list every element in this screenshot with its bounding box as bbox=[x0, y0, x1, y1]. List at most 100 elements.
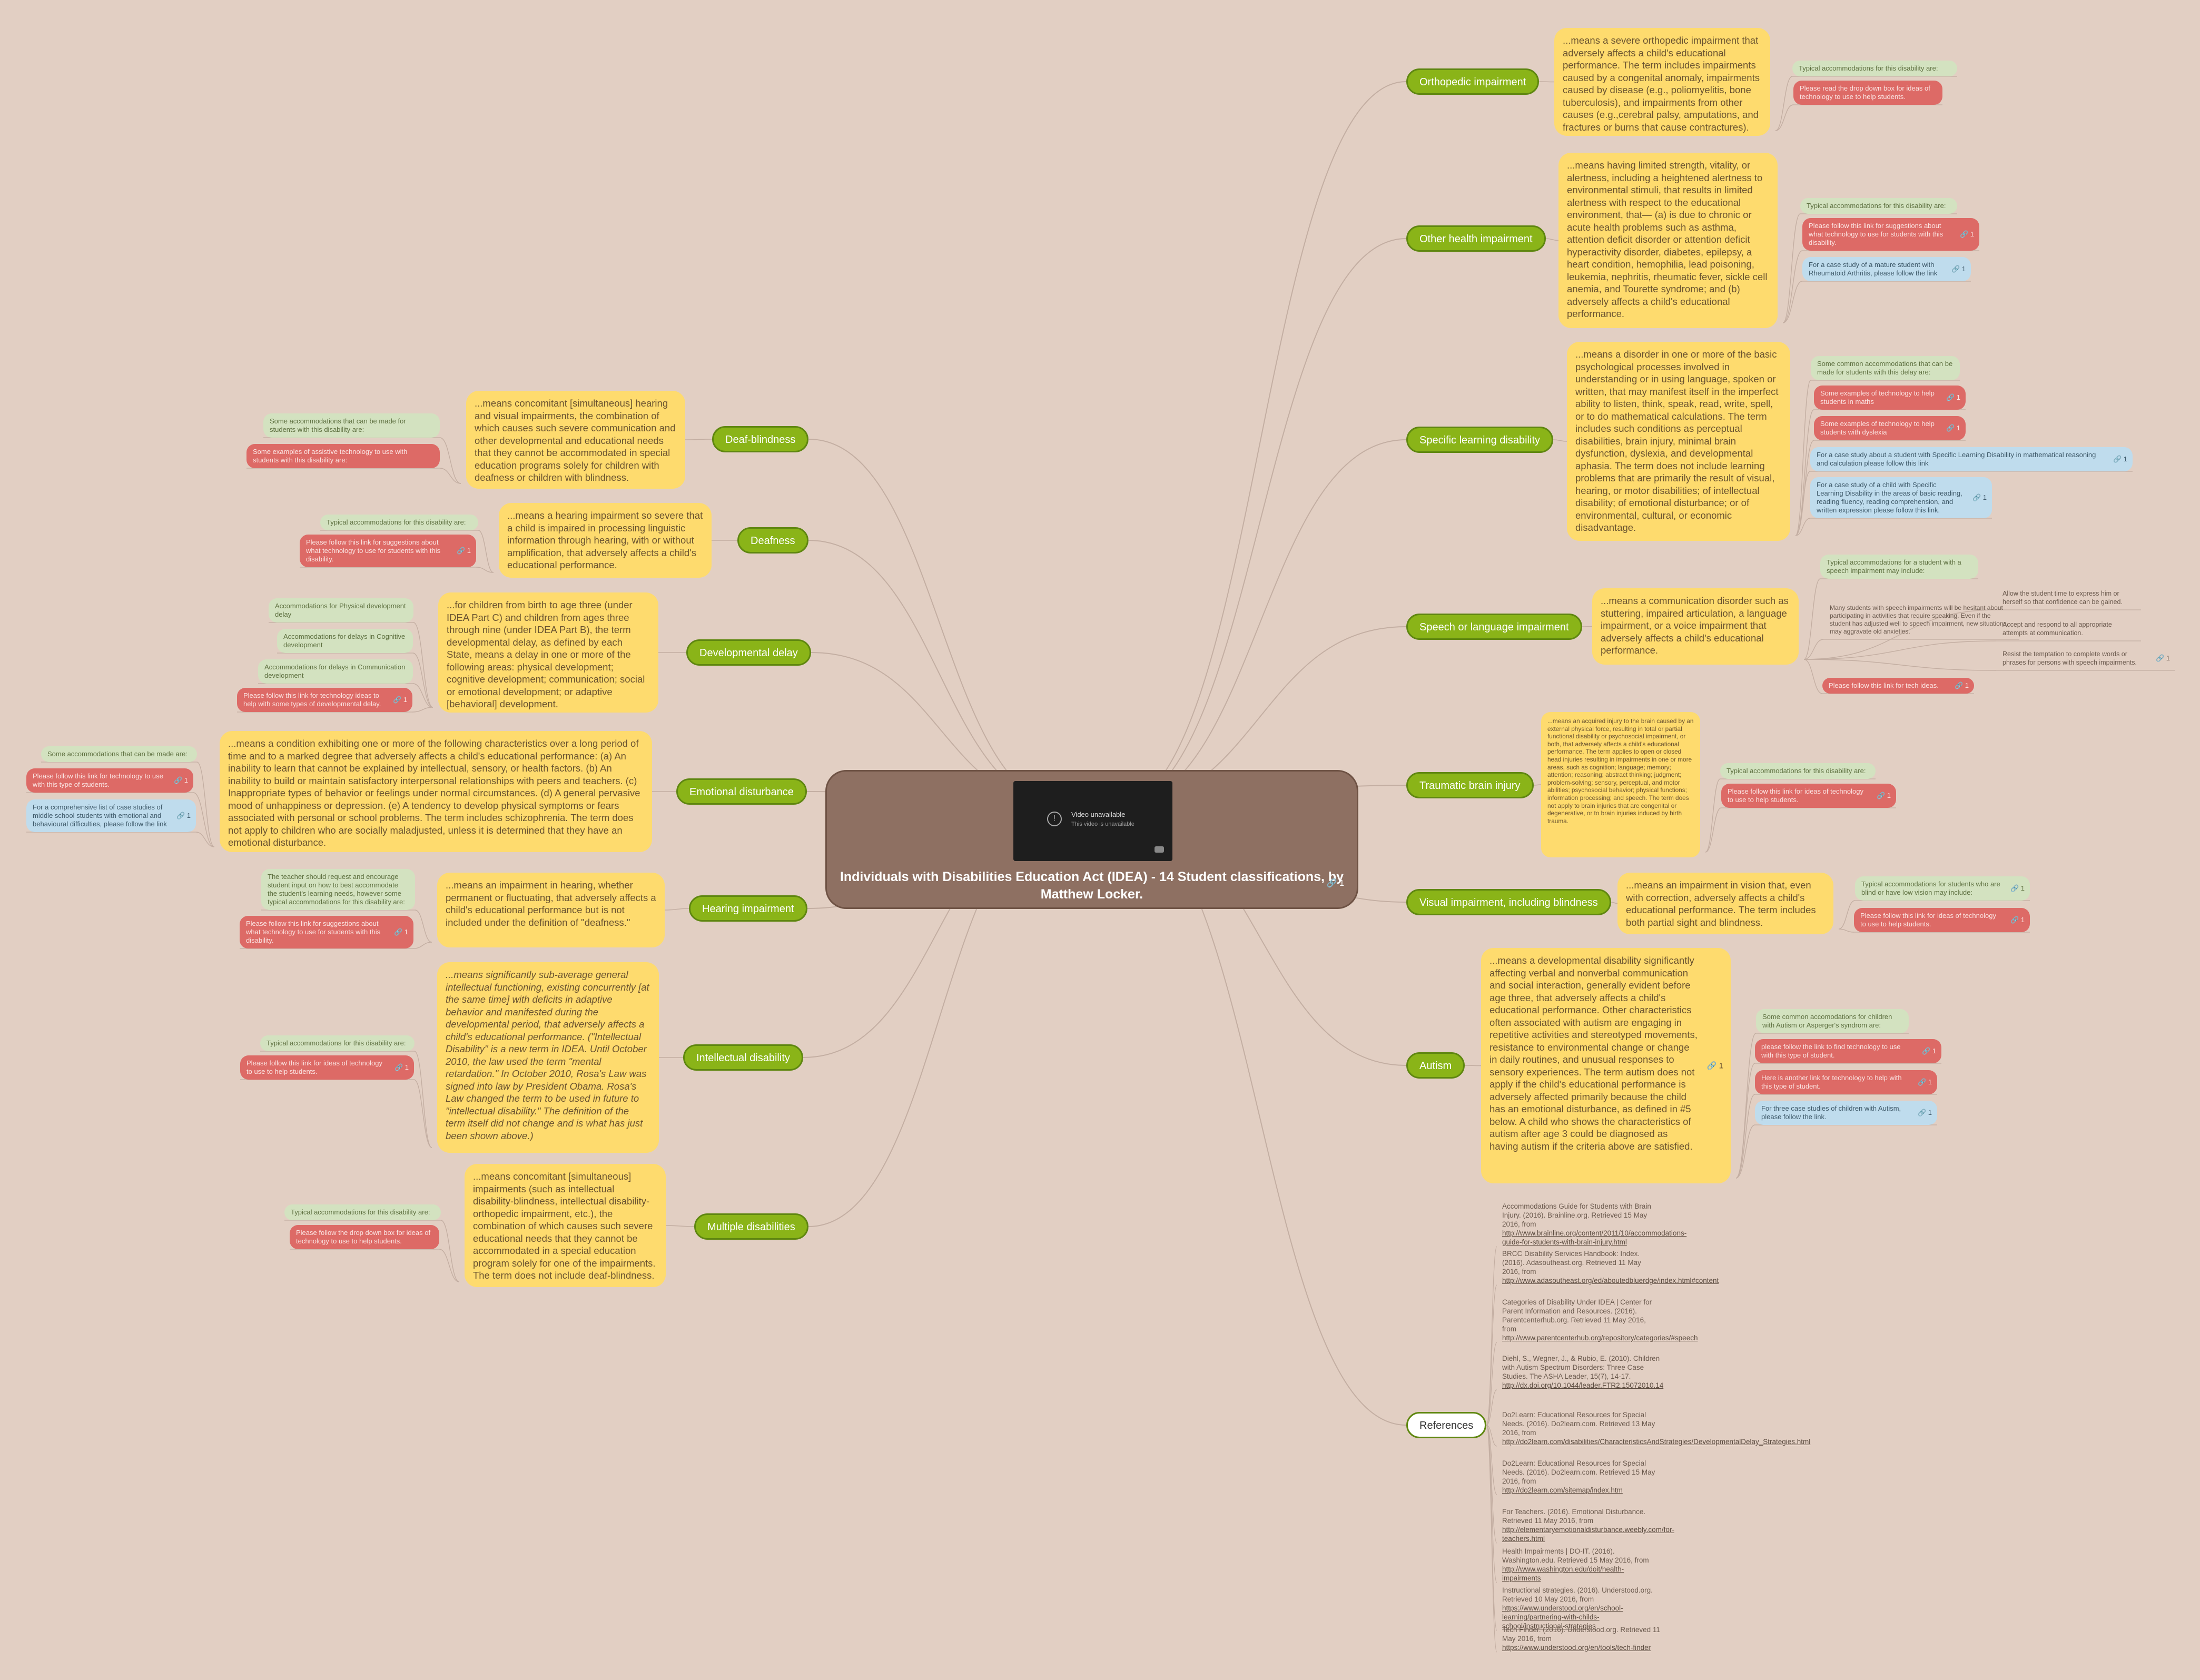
reference-link[interactable]: http://www.adasoutheast.org/ed/aboutedbl… bbox=[1502, 1277, 1719, 1284]
paperclip-link-icon: 🔗 1 bbox=[1917, 1078, 1932, 1086]
note-multiple-technology: Please follow the drop down box for idea… bbox=[290, 1225, 439, 1249]
note-communication-development: Accommodations for delays in Communicati… bbox=[258, 659, 413, 684]
note-visual-technology[interactable]: Please follow this link for ideas of tec… bbox=[1854, 908, 2030, 932]
connector bbox=[412, 653, 433, 708]
link-count: 1 bbox=[2123, 455, 2127, 463]
topic-speech-or-language-impairment[interactable]: Speech or language impairment bbox=[1406, 614, 1582, 640]
connector bbox=[665, 1225, 695, 1227]
video-thumbnail[interactable]: ! Video unavailable This video is unavai… bbox=[1013, 781, 1172, 861]
topic-orthopedic-impairment[interactable]: Orthopedic impairment bbox=[1406, 68, 1540, 95]
note-sld-technology-dyslexia[interactable]: Some examples of technology to help stud… bbox=[1814, 416, 1966, 440]
connector bbox=[1486, 1246, 1497, 1426]
note-speech-technology[interactable]: Please follow this link for tech ideas.🔗… bbox=[1822, 678, 1974, 694]
topic-developmental-delay[interactable]: Developmental delay bbox=[686, 639, 811, 666]
note-deafness-technology[interactable]: Please follow this link for suggestions … bbox=[300, 535, 476, 567]
paperclip-link-icon: 🔗 1 bbox=[176, 812, 191, 819]
connector bbox=[413, 942, 432, 949]
description-text: ...means a developmental disability sign… bbox=[1489, 955, 1698, 1152]
reference-link[interactable]: http://do2learn.com/sitemap/index.htm bbox=[1502, 1486, 1623, 1494]
reference-link[interactable]: http://elementaryemotionaldisturbance.we… bbox=[1502, 1526, 1674, 1543]
paperclip-link-icon: 🔗 1 bbox=[1946, 424, 1960, 432]
topic-emotional-disturbance[interactable]: Emotional disturbance bbox=[676, 778, 807, 805]
note-sld-technology-maths[interactable]: Some examples of technology to help stud… bbox=[1814, 386, 1966, 410]
reference-item: Categories of Disability Under IDEA | Ce… bbox=[1502, 1298, 1698, 1342]
paperclip-link-icon: 🔗 1 bbox=[1959, 230, 1974, 238]
connector bbox=[1735, 1124, 1755, 1179]
note-text: Please follow this link for suggestions … bbox=[306, 538, 441, 563]
reference-link[interactable]: http://do2learn.com/disabilities/Charact… bbox=[1502, 1438, 1811, 1446]
connector bbox=[1775, 76, 1793, 131]
paperclip-link-icon: 🔗 1 bbox=[2113, 455, 2127, 463]
reference-link[interactable]: http://www.parentcenterhub.org/repositor… bbox=[1502, 1334, 1698, 1342]
link-count: 1 bbox=[1982, 493, 1987, 501]
video-subtitle: This video is unavailable bbox=[1071, 821, 1134, 827]
connector bbox=[1803, 659, 1823, 694]
reference-text: Do2Learn: Educational Resources for Spec… bbox=[1502, 1459, 1655, 1485]
connector bbox=[1112, 439, 1407, 808]
note-deafness-accommodations: Typical accommodations for this disabili… bbox=[320, 515, 478, 530]
link-count: 1 bbox=[1965, 681, 1969, 689]
connector bbox=[1803, 578, 1821, 660]
topic-visual-impairment[interactable]: Visual impairment, including blindness bbox=[1406, 889, 1611, 915]
note-emotional-case-studies[interactable]: For a comprehensive list of case studies… bbox=[26, 799, 196, 832]
topic-hearing-impairment[interactable]: Hearing impairment bbox=[689, 895, 807, 922]
connector bbox=[1486, 1425, 1497, 1495]
reference-link[interactable]: http://www.washington.edu/doit/health-im… bbox=[1502, 1565, 1624, 1582]
note-other-health-case-study[interactable]: For a case study of a mature student wit… bbox=[1802, 257, 1971, 281]
reference-link[interactable]: https://www.understood.org/en/tools/tech… bbox=[1502, 1644, 1651, 1652]
note-developmental-delay-technology[interactable]: Please follow this link for technology i… bbox=[237, 688, 412, 712]
note-hearing-technology[interactable]: Please follow this link for suggestions … bbox=[240, 916, 413, 948]
connector bbox=[440, 1220, 460, 1282]
topic-deafness[interactable]: Deafness bbox=[737, 527, 808, 554]
link-count: 1 bbox=[1339, 879, 1344, 888]
note-emotional-technology[interactable]: Please follow this link for technology t… bbox=[26, 768, 193, 793]
reference-text: Health Impairments | DO-IT. (2016). Wash… bbox=[1502, 1547, 1649, 1564]
reference-item: Tech Finder. (2016). Understood.org. Ret… bbox=[1502, 1625, 1660, 1652]
note-text: Here is another link for technology to h… bbox=[1761, 1074, 1902, 1090]
connector bbox=[1803, 609, 1997, 660]
connector bbox=[413, 1079, 432, 1148]
note-sld-case-study-reading[interactable]: For a case study of a child with Specifi… bbox=[1810, 477, 1992, 518]
topic-autism[interactable]: Autism bbox=[1406, 1052, 1465, 1079]
description-hearing-impairment: ...means an impairment in hearing, wheth… bbox=[437, 873, 665, 947]
paperclip-link-icon: 🔗 1 bbox=[173, 776, 188, 784]
note-speech-allow-time: Allow the student time to express him or… bbox=[2002, 590, 2123, 606]
topic-specific-learning-disability[interactable]: Specific learning disability bbox=[1406, 427, 1554, 453]
reference-link[interactable]: http://www.brainline.org/content/2011/10… bbox=[1502, 1229, 1687, 1246]
note-intellectual-technology[interactable]: Please follow this link for ideas of tec… bbox=[240, 1055, 414, 1080]
link-indicator[interactable]: 🔗 1 bbox=[1327, 878, 1344, 888]
reference-link[interactable]: https://www.understood.org/en/school-lea… bbox=[1502, 1604, 1623, 1630]
topic-multiple-disabilities[interactable]: Multiple disabilities bbox=[694, 1213, 808, 1240]
note-tbi-technology[interactable]: Please follow this link for ideas of tec… bbox=[1721, 784, 1896, 808]
note-text: Please follow this link for technology t… bbox=[33, 772, 163, 788]
topic-intellectual-disability[interactable]: Intellectual disability bbox=[683, 1044, 803, 1071]
central-topic[interactable]: ! Video unavailable This video is unavai… bbox=[825, 770, 1358, 909]
note-intellectual-accommodations: Typical accommodations for this disabili… bbox=[260, 1035, 415, 1051]
note-other-health-technology[interactable]: Please follow this link for suggestions … bbox=[1802, 218, 1979, 251]
topic-references[interactable]: References bbox=[1406, 1412, 1487, 1438]
note-text: For three case studies of children with … bbox=[1761, 1104, 1901, 1121]
note-sld-case-study-maths[interactable]: For a case study about a student with Sp… bbox=[1810, 447, 2133, 471]
note-autism-technology-2[interactable]: Here is another link for technology to h… bbox=[1755, 1070, 1937, 1094]
note-sld-accommodations: Some common accommodations that can be m… bbox=[1811, 356, 1960, 380]
video-title: Video unavailable bbox=[1071, 811, 1126, 818]
topic-traumatic-brain-injury[interactable]: Traumatic brain injury bbox=[1406, 772, 1534, 798]
note-autism-accommodations: Some common accomodations for children w… bbox=[1756, 1009, 1909, 1033]
note-visual-accommodations[interactable]: Typical accommodations for students who … bbox=[1855, 876, 2030, 901]
topic-deaf-blindness[interactable]: Deaf-blindness bbox=[712, 426, 809, 452]
connector bbox=[1838, 900, 1856, 930]
paperclip-link-icon[interactable]: 🔗 1 bbox=[1706, 1061, 1723, 1070]
note-autism-case-studies[interactable]: For three case studies of children with … bbox=[1755, 1101, 1937, 1125]
reference-text: Do2Learn: Educational Resources for Spec… bbox=[1502, 1411, 1655, 1437]
reference-text: Accommodations Guide for Students with B… bbox=[1502, 1202, 1651, 1228]
description-other-health-impairment: ...means having limited strength, vitali… bbox=[1558, 153, 1778, 328]
note-autism-technology[interactable]: please follow the link to find technolog… bbox=[1755, 1039, 1941, 1063]
reference-link[interactable]: http://dx.doi.org/10.1044/leader.FTR2.15… bbox=[1502, 1381, 1664, 1389]
note-speech-resist[interactable]: Resist the temptation to complete words … bbox=[1996, 646, 2175, 670]
youtube-icon bbox=[1155, 846, 1164, 853]
reference-text: For Teachers. (2016). Emotional Disturba… bbox=[1502, 1508, 1646, 1525]
reference-text: BRCC Disability Services Handbook: Index… bbox=[1502, 1250, 1641, 1276]
note-multiple-accommodations: Typical accommodations for this disabili… bbox=[284, 1204, 441, 1220]
connector bbox=[1782, 213, 1801, 323]
topic-other-health-impairment[interactable]: Other health impairment bbox=[1406, 225, 1546, 252]
